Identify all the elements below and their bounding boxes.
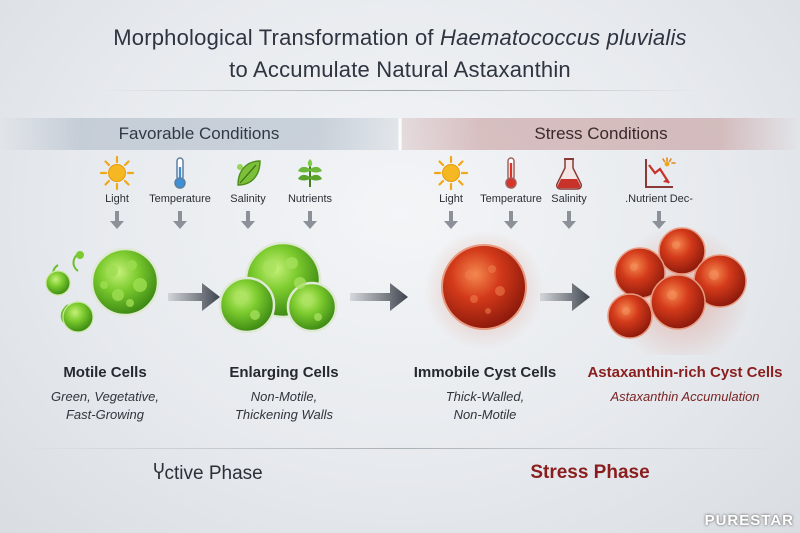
flow-arrow-1 [168, 283, 220, 311]
factor-nutrients-favorable: Nutrients [270, 155, 350, 229]
stage-desc-astaxanthin: Astaxanthin Accumulation [578, 388, 792, 406]
stress-conditions-band: Stress Conditions [402, 118, 800, 150]
leaf-icon [237, 160, 261, 186]
thermometer-icon [174, 157, 186, 189]
desc-line: Thick-Walled, [445, 389, 525, 404]
down-arrow-icon [303, 211, 317, 229]
sun-icon [99, 155, 135, 191]
down-arrow-icon [173, 211, 187, 229]
factor-label: Temperature [480, 193, 542, 205]
astaxanthin-cysts-graphic [607, 225, 750, 355]
stage-title-astaxanthin: Astaxanthin-rich Cyst Cells [587, 364, 783, 381]
cell-stages-illustration [45, 225, 750, 355]
species-name: Haematococcus pluvialis [440, 25, 687, 50]
factor-salinity-stress: Salinity [529, 155, 609, 229]
band-divider [399, 118, 401, 150]
title-line-2: to Accumulate Natural Astaxanthin [229, 57, 571, 82]
enlarging-cells-graphic [218, 241, 338, 334]
factor-light-stress: Light [411, 155, 491, 229]
plant-icon [298, 159, 322, 187]
immobile-cyst-graphic [424, 230, 544, 350]
factor-temperature-favorable: Temperature [140, 155, 220, 229]
factor-label: Salinity [551, 193, 587, 205]
down-arrow-icon [110, 211, 124, 229]
diagram-title: Morphological Transformation of Haematoc… [0, 22, 800, 86]
stress-phase-label: Stress Phase [530, 462, 650, 483]
title-divider [100, 90, 700, 91]
factor-label: Nutrients [287, 193, 333, 205]
desc-line: Green, Vegetative, [51, 389, 159, 404]
factor-light-favorable: Light [77, 155, 157, 229]
desc-line: Fast-Growing [65, 407, 145, 422]
factor-temperature-stress: Temperature [471, 155, 551, 229]
watermark-logo: PURESTAR [704, 512, 794, 529]
factor-label: Salinity [230, 193, 266, 205]
desc-line: Astaxanthin Accumulation [610, 389, 760, 404]
stage-title-motile: Motile Cells [63, 364, 147, 381]
flow-arrow-2 [350, 283, 408, 311]
factor-nutrient-decline-stress: .Nutrient Dec- [619, 155, 699, 229]
desc-line: Thickening Walls [234, 407, 334, 422]
factor-salinity-favorable: Salinity [208, 155, 288, 229]
title-prefix: Morphological Transformation of [113, 25, 441, 50]
declining-chart-icon [645, 157, 676, 188]
factor-label: Temperature [149, 193, 211, 205]
sun-icon [433, 155, 469, 191]
phase-divider [20, 448, 780, 449]
stage-desc-immobile: Thick-Walled, Non-Motile [395, 388, 575, 424]
title-line-1: Morphological Transformation of Haematoc… [0, 22, 800, 54]
flask-icon [556, 158, 582, 190]
stage-desc-motile: Green, Vegetative, Fast-Growing [15, 388, 195, 424]
active-phase-label: Ⴤctive Phase [153, 463, 263, 484]
desc-line: Non-Motile, [250, 389, 318, 404]
stage-title-enlarging: Enlarging Cells [229, 364, 339, 381]
factor-label: Light [105, 193, 129, 205]
down-arrow-icon [652, 211, 666, 229]
thermometer-icon [505, 157, 517, 189]
stage-desc-enlarging: Non-Motile, Thickening Walls [194, 388, 374, 424]
favorable-conditions-band: Favorable Conditions [0, 118, 398, 150]
down-arrow-icon [504, 211, 518, 229]
factor-label: .Nutrient Dec- [625, 193, 693, 205]
down-arrow-icon [562, 211, 576, 229]
down-arrow-icon [241, 211, 255, 229]
motile-cells-graphic [45, 247, 160, 333]
flow-arrow-3 [540, 283, 590, 311]
factor-label: Light [439, 193, 463, 205]
down-arrow-icon [444, 211, 458, 229]
desc-line: Non-Motile [453, 407, 517, 422]
stage-title-immobile: Immobile Cyst Cells [413, 364, 557, 381]
